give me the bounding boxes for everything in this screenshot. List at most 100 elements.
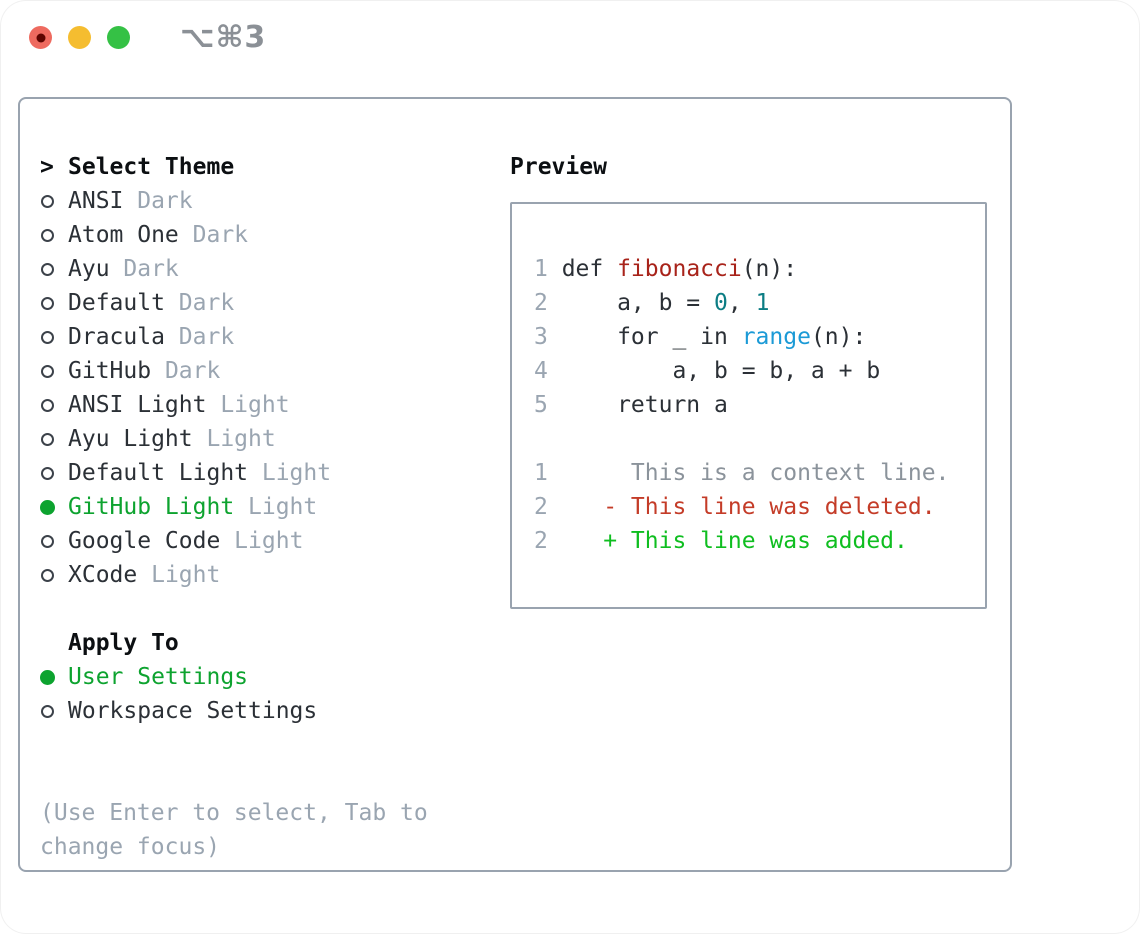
spacer — [40, 728, 500, 762]
radio-unselected-icon — [40, 694, 68, 728]
code-line: 2 a, b = 0, 1 — [534, 286, 985, 320]
radio-circle — [41, 296, 54, 310]
code-segment-deleted: - This line was deleted. — [561, 494, 936, 520]
line-number: 3 — [534, 324, 548, 350]
theme-picker-title: Select Theme — [68, 154, 235, 180]
theme-option-ayu-light[interactable]: Ayu Light Light — [40, 422, 500, 456]
theme-variant-badge: Dark — [178, 222, 249, 248]
theme-name: Ayu — [68, 256, 110, 282]
radio-circle — [41, 704, 54, 718]
preview-header-row: Preview — [510, 150, 1010, 184]
code-blank-line — [534, 422, 985, 456]
code-segment-code: , — [727, 290, 756, 316]
code-segment-code: a, b = — [561, 290, 715, 316]
theme-name: Google Code — [68, 528, 221, 554]
hint-text-line-2: change focus) — [40, 834, 221, 860]
apply-to-indent — [40, 626, 68, 660]
apply-option-workspace-settings[interactable]: Workspace Settings — [40, 694, 500, 728]
hint-text-line-1: (Use Enter to select, Tab to — [40, 800, 428, 826]
theme-name: XCode — [68, 562, 138, 588]
zoom-button-icon[interactable] — [107, 26, 130, 49]
focus-caret-icon: > — [40, 154, 54, 180]
code-line: 3 for _ in range(n): — [534, 320, 985, 354]
radio-unselected-icon — [40, 456, 68, 490]
theme-variant-badge: Light — [220, 528, 304, 554]
close-button-icon[interactable] — [29, 26, 52, 49]
theme-variant-badge: Dark — [151, 358, 221, 384]
theme-option-xcode[interactable]: XCode Light — [40, 558, 500, 592]
radio-unselected-icon — [40, 524, 68, 558]
theme-option-default[interactable]: Default Dark — [40, 286, 500, 320]
window-title: ⌥⌘3 — [180, 20, 267, 55]
apply-to-title: Apply To — [68, 630, 179, 656]
theme-variant-badge: Dark — [109, 256, 179, 282]
radio-unselected-icon — [40, 286, 68, 320]
line-number: 2 — [534, 290, 548, 316]
theme-name: GitHub Light — [68, 494, 235, 520]
theme-variant-badge: Light — [248, 460, 332, 486]
theme-name: ANSI Light — [68, 392, 207, 418]
theme-option-github[interactable]: GitHub Dark — [40, 354, 500, 388]
code-segment-function: fibonacci — [617, 256, 742, 282]
apply-option-label: User Settings — [68, 664, 249, 690]
radio-circle — [40, 669, 55, 685]
radio-unselected-icon — [40, 252, 68, 286]
theme-option-ansi-light[interactable]: ANSI Light Light — [40, 388, 500, 422]
code-segment-code: (n): — [810, 324, 867, 350]
code-segment-code: return a — [561, 392, 728, 418]
radio-unselected-icon — [40, 422, 68, 456]
radio-circle — [41, 398, 54, 412]
preview-title: Preview — [510, 154, 607, 180]
code-line: 5 return a — [534, 388, 985, 422]
theme-picker-header-row: > Select Theme — [40, 150, 500, 184]
code-segment-added: + This line was added. — [561, 528, 908, 554]
theme-variant-badge: Light — [234, 494, 318, 520]
theme-option-atom-one[interactable]: Atom One Dark — [40, 218, 500, 252]
code-segment-context: This is a context line. — [561, 460, 950, 486]
apply-to-header-row: Apply To — [40, 626, 500, 660]
radio-unselected-icon — [40, 218, 68, 252]
radio-selected-icon — [40, 490, 68, 524]
radio-circle — [41, 534, 54, 548]
theme-variant-badge: Dark — [123, 188, 193, 214]
apply-option-user-settings[interactable]: User Settings — [40, 660, 500, 694]
theme-name: Default Light — [68, 460, 249, 486]
spacer — [40, 592, 500, 626]
line-number: 4 — [534, 358, 548, 384]
code-line: 2 - This line was deleted. — [534, 490, 985, 524]
line-number: 1 — [534, 256, 548, 282]
line-number: 1 — [534, 460, 548, 486]
theme-option-default-light[interactable]: Default Light Light — [40, 456, 500, 490]
code-line: 1 This is a context line. — [534, 456, 985, 490]
theme-option-ayu[interactable]: Ayu Dark — [40, 252, 500, 286]
theme-option-dracula[interactable]: Dracula Dark — [40, 320, 500, 354]
radio-unselected-icon — [40, 320, 68, 354]
theme-option-ansi[interactable]: ANSI Dark — [40, 184, 500, 218]
radio-unselected-icon — [40, 558, 68, 592]
line-number: 2 — [534, 494, 548, 520]
radio-circle — [41, 364, 54, 378]
theme-variant-badge: Dark — [164, 324, 235, 350]
radio-circle — [41, 194, 54, 208]
minimize-button-icon[interactable] — [68, 26, 91, 49]
theme-name: Dracula — [68, 324, 165, 350]
line-number: 2 — [534, 528, 548, 554]
radio-circle — [41, 262, 54, 276]
title-bar: ⌥⌘3 — [0, 0, 1140, 75]
theme-option-google-code[interactable]: Google Code Light — [40, 524, 500, 558]
code-segment-number: 0 — [714, 290, 728, 316]
theme-variant-badge: Light — [192, 426, 276, 452]
code-segment-number: 1 — [755, 290, 770, 316]
code-segment-code: (n): — [741, 256, 798, 282]
code-segment-code: a, b = b, a + b — [561, 358, 881, 384]
theme-option-github-light[interactable]: GitHub Light Light — [40, 490, 500, 524]
radio-unselected-icon — [40, 354, 68, 388]
